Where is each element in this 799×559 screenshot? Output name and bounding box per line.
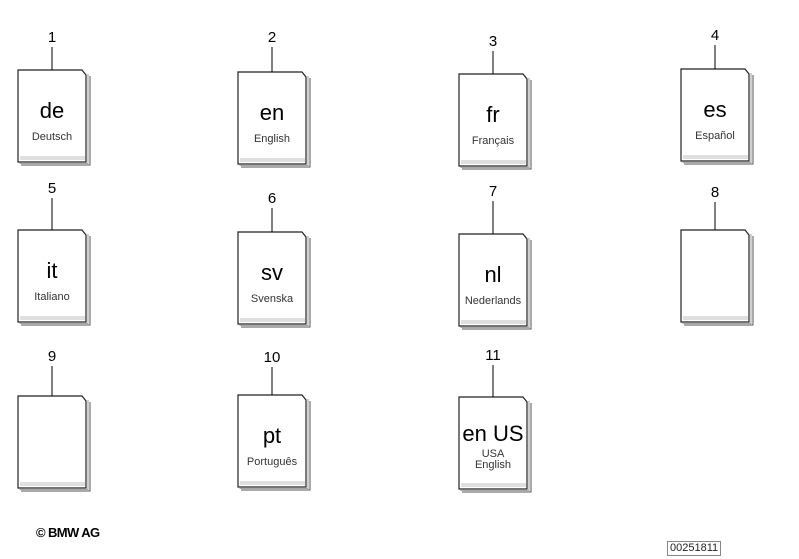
item-number: 2 xyxy=(268,29,276,46)
item-number: 5 xyxy=(48,180,56,197)
book-page-edge xyxy=(19,400,89,490)
copyright-label: © BMW AG xyxy=(36,525,100,540)
book-page-edge xyxy=(19,74,89,164)
language-code: nl xyxy=(484,262,501,287)
book-page-edge xyxy=(21,236,91,326)
language-code: es xyxy=(703,97,726,122)
book-page-edge xyxy=(239,236,309,326)
book-page-edge xyxy=(684,75,754,165)
book-page-edge xyxy=(460,401,530,491)
book-page-edge xyxy=(682,73,752,163)
book-cover xyxy=(237,394,307,488)
language-name: Português xyxy=(247,456,298,468)
book-page-edge xyxy=(21,402,91,492)
book-page-edge xyxy=(239,76,309,166)
book-item-8: 8 xyxy=(680,184,754,326)
book-cover xyxy=(17,229,87,323)
book-cover xyxy=(458,233,528,327)
language-name: English xyxy=(475,459,511,471)
book-cover xyxy=(680,68,750,162)
book-page-edge xyxy=(241,78,311,168)
book-page-edge xyxy=(239,399,309,489)
item-number: 9 xyxy=(48,348,56,365)
language-code: de xyxy=(40,98,64,123)
item-number: 7 xyxy=(489,183,497,200)
book-cover xyxy=(17,395,87,489)
language-code: sv xyxy=(261,260,283,285)
book-cover xyxy=(680,229,750,323)
book-cover xyxy=(237,71,307,165)
item-number: 8 xyxy=(711,184,719,201)
document-id: 00251811 xyxy=(667,541,722,556)
item-number: 3 xyxy=(489,33,497,50)
book-page-edge xyxy=(19,234,89,324)
language-name: Deutsch xyxy=(32,131,72,143)
language-code: en US xyxy=(462,421,523,446)
language-name: Italiano xyxy=(34,291,69,303)
language-name: Nederlands xyxy=(465,295,522,307)
language-code: pt xyxy=(263,423,281,448)
language-code: fr xyxy=(486,102,499,127)
book-cover xyxy=(458,73,528,167)
item-number: 11 xyxy=(485,347,501,364)
item-number: 4 xyxy=(711,27,719,44)
book-cover xyxy=(237,231,307,325)
item-number: 6 xyxy=(268,190,276,207)
book-cover xyxy=(17,69,87,163)
book-page-edge xyxy=(684,236,754,326)
book-cover xyxy=(458,396,528,490)
language-name: Svenska xyxy=(251,293,294,305)
language-name: Español xyxy=(695,130,735,142)
book-page-edge xyxy=(462,240,532,330)
book-page-edge xyxy=(21,76,91,166)
language-code: it xyxy=(47,258,58,283)
item-number: 1 xyxy=(48,29,56,46)
language-name: English xyxy=(254,133,290,145)
book-page-edge xyxy=(682,234,752,324)
book-page-edge xyxy=(241,238,311,328)
book-page-edge xyxy=(241,401,311,491)
language-name: Français xyxy=(472,135,515,147)
language-name: USA xyxy=(482,448,505,460)
book-item-9: 9 xyxy=(17,348,91,492)
book-page-edge xyxy=(460,238,530,328)
book-page-edge xyxy=(462,403,532,493)
item-number: 10 xyxy=(264,349,281,366)
language-code: en xyxy=(260,100,284,125)
book-page-edge xyxy=(460,78,530,168)
book-page-edge xyxy=(462,80,532,170)
